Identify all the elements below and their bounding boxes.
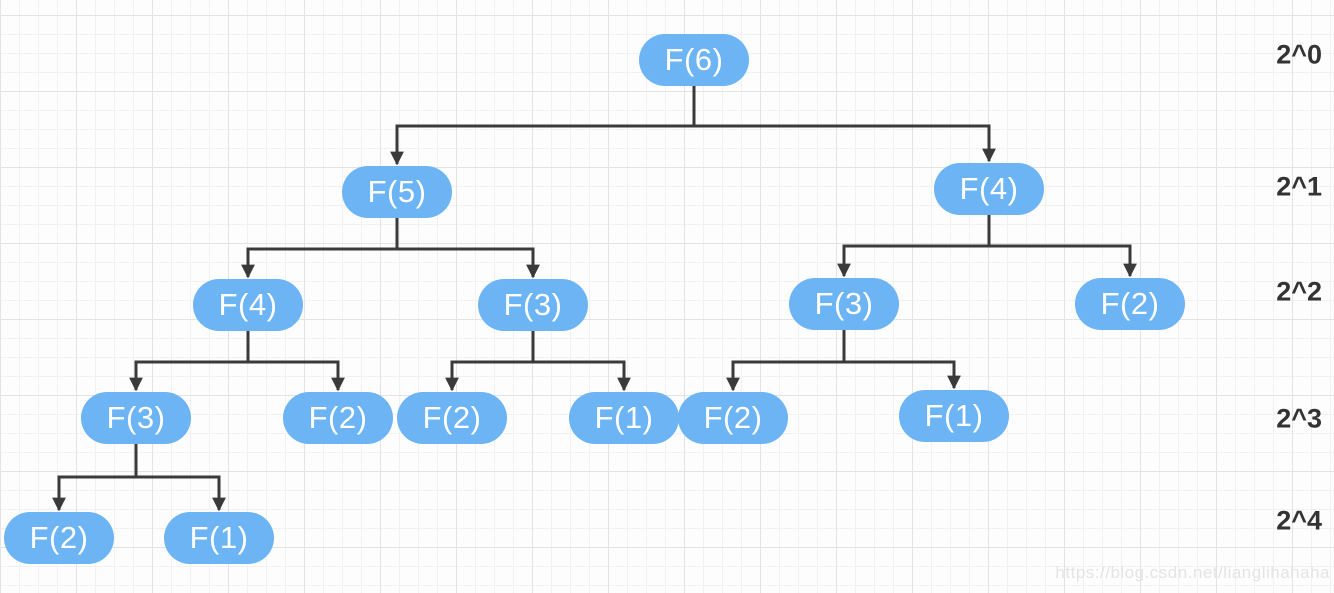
level-label-3: 2^3 bbox=[1276, 403, 1322, 434]
tree-node-f3: F(3) bbox=[478, 279, 588, 331]
tree-node-f5: F(5) bbox=[342, 166, 452, 218]
tree-node-f2: F(2) bbox=[397, 392, 507, 444]
tree-node-f6: F(6) bbox=[639, 34, 749, 86]
tree-node-f2: F(2) bbox=[678, 392, 788, 444]
tree-node-f1: F(1) bbox=[164, 512, 274, 564]
tree-node-f3: F(3) bbox=[81, 392, 191, 444]
tree-node-f2: F(2) bbox=[1075, 278, 1185, 330]
tree-node-f1: F(1) bbox=[899, 390, 1009, 442]
level-label-0: 2^0 bbox=[1276, 39, 1322, 70]
level-label-2: 2^2 bbox=[1276, 276, 1322, 307]
tree-node-f2: F(2) bbox=[4, 512, 114, 564]
level-label-1: 2^1 bbox=[1276, 171, 1322, 202]
tree-node-f4: F(4) bbox=[934, 163, 1044, 215]
watermark-url: https://blog.csdn.net/lianglihahaha bbox=[1055, 563, 1330, 582]
tree-node-f3: F(3) bbox=[789, 278, 899, 330]
tree-node-f1: F(1) bbox=[569, 392, 679, 444]
tree-node-f4: F(4) bbox=[193, 279, 303, 331]
level-label-4: 2^4 bbox=[1276, 505, 1322, 536]
tree-node-f2: F(2) bbox=[283, 392, 393, 444]
